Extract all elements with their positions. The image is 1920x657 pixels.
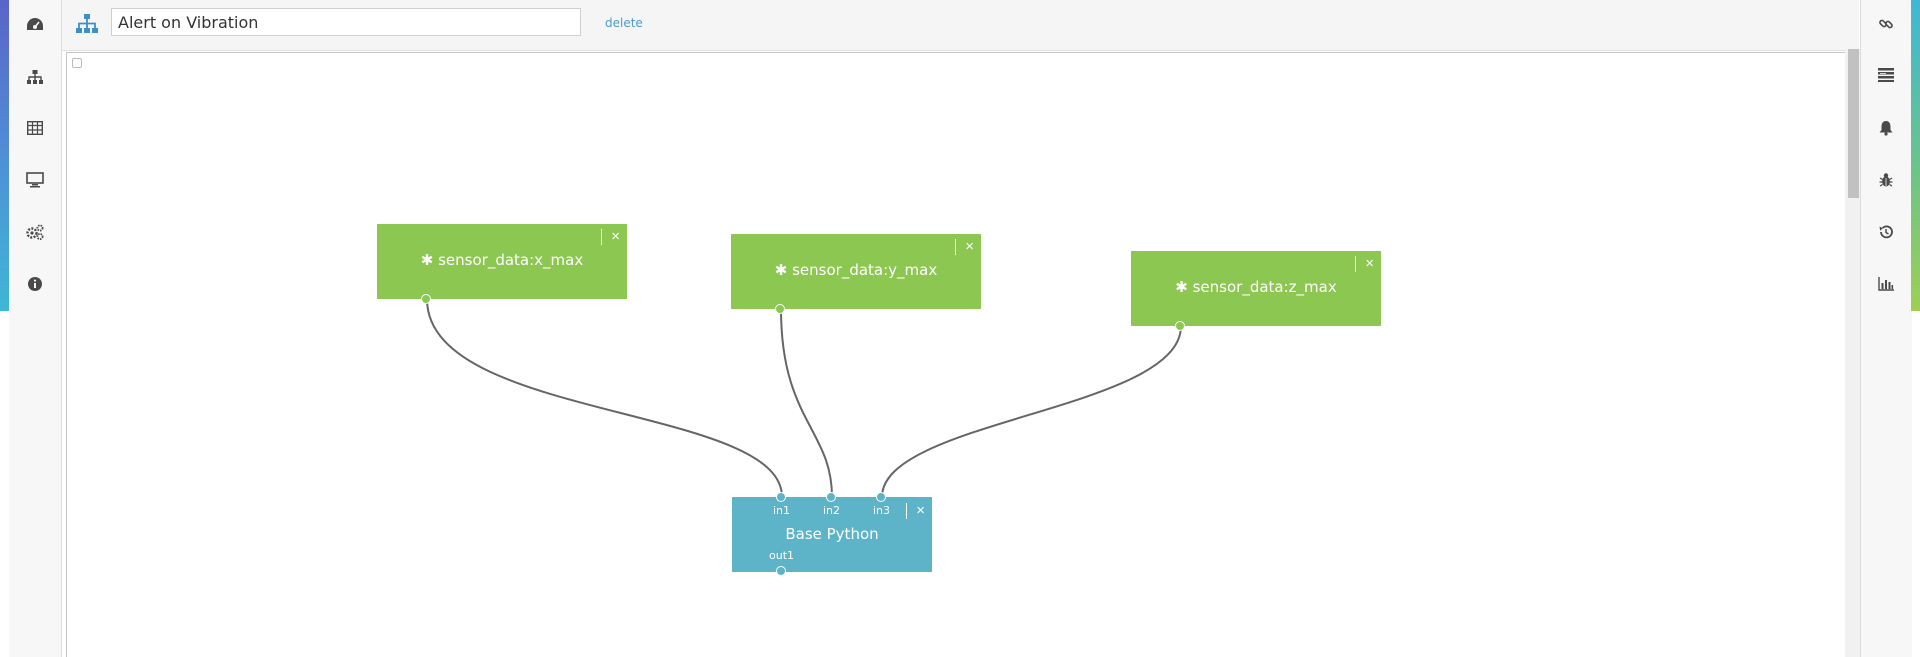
close-icon[interactable]: ×	[1355, 256, 1374, 272]
flow-canvas[interactable]	[66, 52, 1845, 657]
list-icon[interactable]	[1874, 63, 1898, 87]
bug-icon[interactable]	[1874, 168, 1898, 192]
node-label-wrapper: ✱ sensor_data:z_max	[1131, 278, 1381, 296]
node-label: sensor_data:y_max	[792, 261, 938, 279]
node-label-wrapper: ✱ sensor_data:x_max	[377, 251, 627, 269]
output-port[interactable]	[1175, 321, 1185, 331]
input-port-in1[interactable]	[776, 492, 786, 502]
output-port[interactable]	[421, 294, 431, 304]
input-port-in3[interactable]	[876, 492, 886, 502]
node-label-wrapper: ✱ sensor_data:y_max	[731, 261, 981, 279]
node-label: Base Python	[785, 525, 879, 543]
output-port[interactable]	[775, 304, 785, 314]
canvas-corner-handle[interactable]	[72, 58, 82, 68]
port-label-in1: in1	[773, 504, 791, 517]
port-label-in3: in3	[873, 504, 891, 517]
port-label-in2: in2	[823, 504, 841, 517]
asterisk-icon: ✱	[1175, 278, 1193, 296]
canvas-scrollbar[interactable]	[1845, 49, 1860, 657]
flow-title-input[interactable]	[111, 8, 581, 36]
sensor-node-y-max[interactable]: ✱ sensor_data:y_max ×	[731, 234, 981, 314]
sensor-node-z-max[interactable]: ✱ sensor_data:z_max ×	[1131, 251, 1381, 331]
sensor-node-x-max[interactable]: ✱ sensor_data:x_max ×	[377, 224, 627, 304]
bell-icon[interactable]	[1874, 116, 1898, 140]
node-label: sensor_data:x_max	[438, 251, 584, 269]
delete-link[interactable]: delete	[605, 16, 643, 30]
table-icon[interactable]	[23, 116, 47, 140]
bar-chart-icon[interactable]	[1874, 272, 1898, 296]
port-label-out1: out1	[769, 549, 795, 562]
asterisk-icon: ✱	[420, 251, 439, 269]
python-node[interactable]: in1 in2 in3 Base Python × out1	[732, 492, 932, 576]
close-icon[interactable]: ×	[906, 503, 925, 519]
node-label: sensor_data:z_max	[1192, 278, 1337, 296]
left-accent-strip	[0, 0, 9, 311]
info-icon[interactable]	[23, 272, 47, 296]
sitemap-icon	[74, 11, 100, 37]
right-accent-strip	[1911, 0, 1920, 311]
scrollbar-thumb[interactable]	[1848, 49, 1859, 198]
close-icon[interactable]: ×	[955, 239, 974, 255]
monitor-icon[interactable]	[23, 168, 47, 192]
history-icon[interactable]	[1874, 220, 1898, 244]
header-bar: delete	[62, 0, 1859, 51]
asterisk-icon: ✱	[774, 261, 793, 279]
cogs-icon[interactable]	[23, 220, 47, 244]
dashboard-icon[interactable]	[23, 13, 47, 37]
input-port-in2[interactable]	[826, 492, 836, 502]
left-sidebar	[9, 0, 62, 657]
output-port-out1[interactable]	[776, 566, 786, 576]
sitemap-icon[interactable]	[23, 65, 47, 89]
link-icon[interactable]	[1874, 12, 1898, 36]
right-sidebar	[1860, 0, 1912, 657]
close-icon[interactable]: ×	[601, 229, 620, 245]
